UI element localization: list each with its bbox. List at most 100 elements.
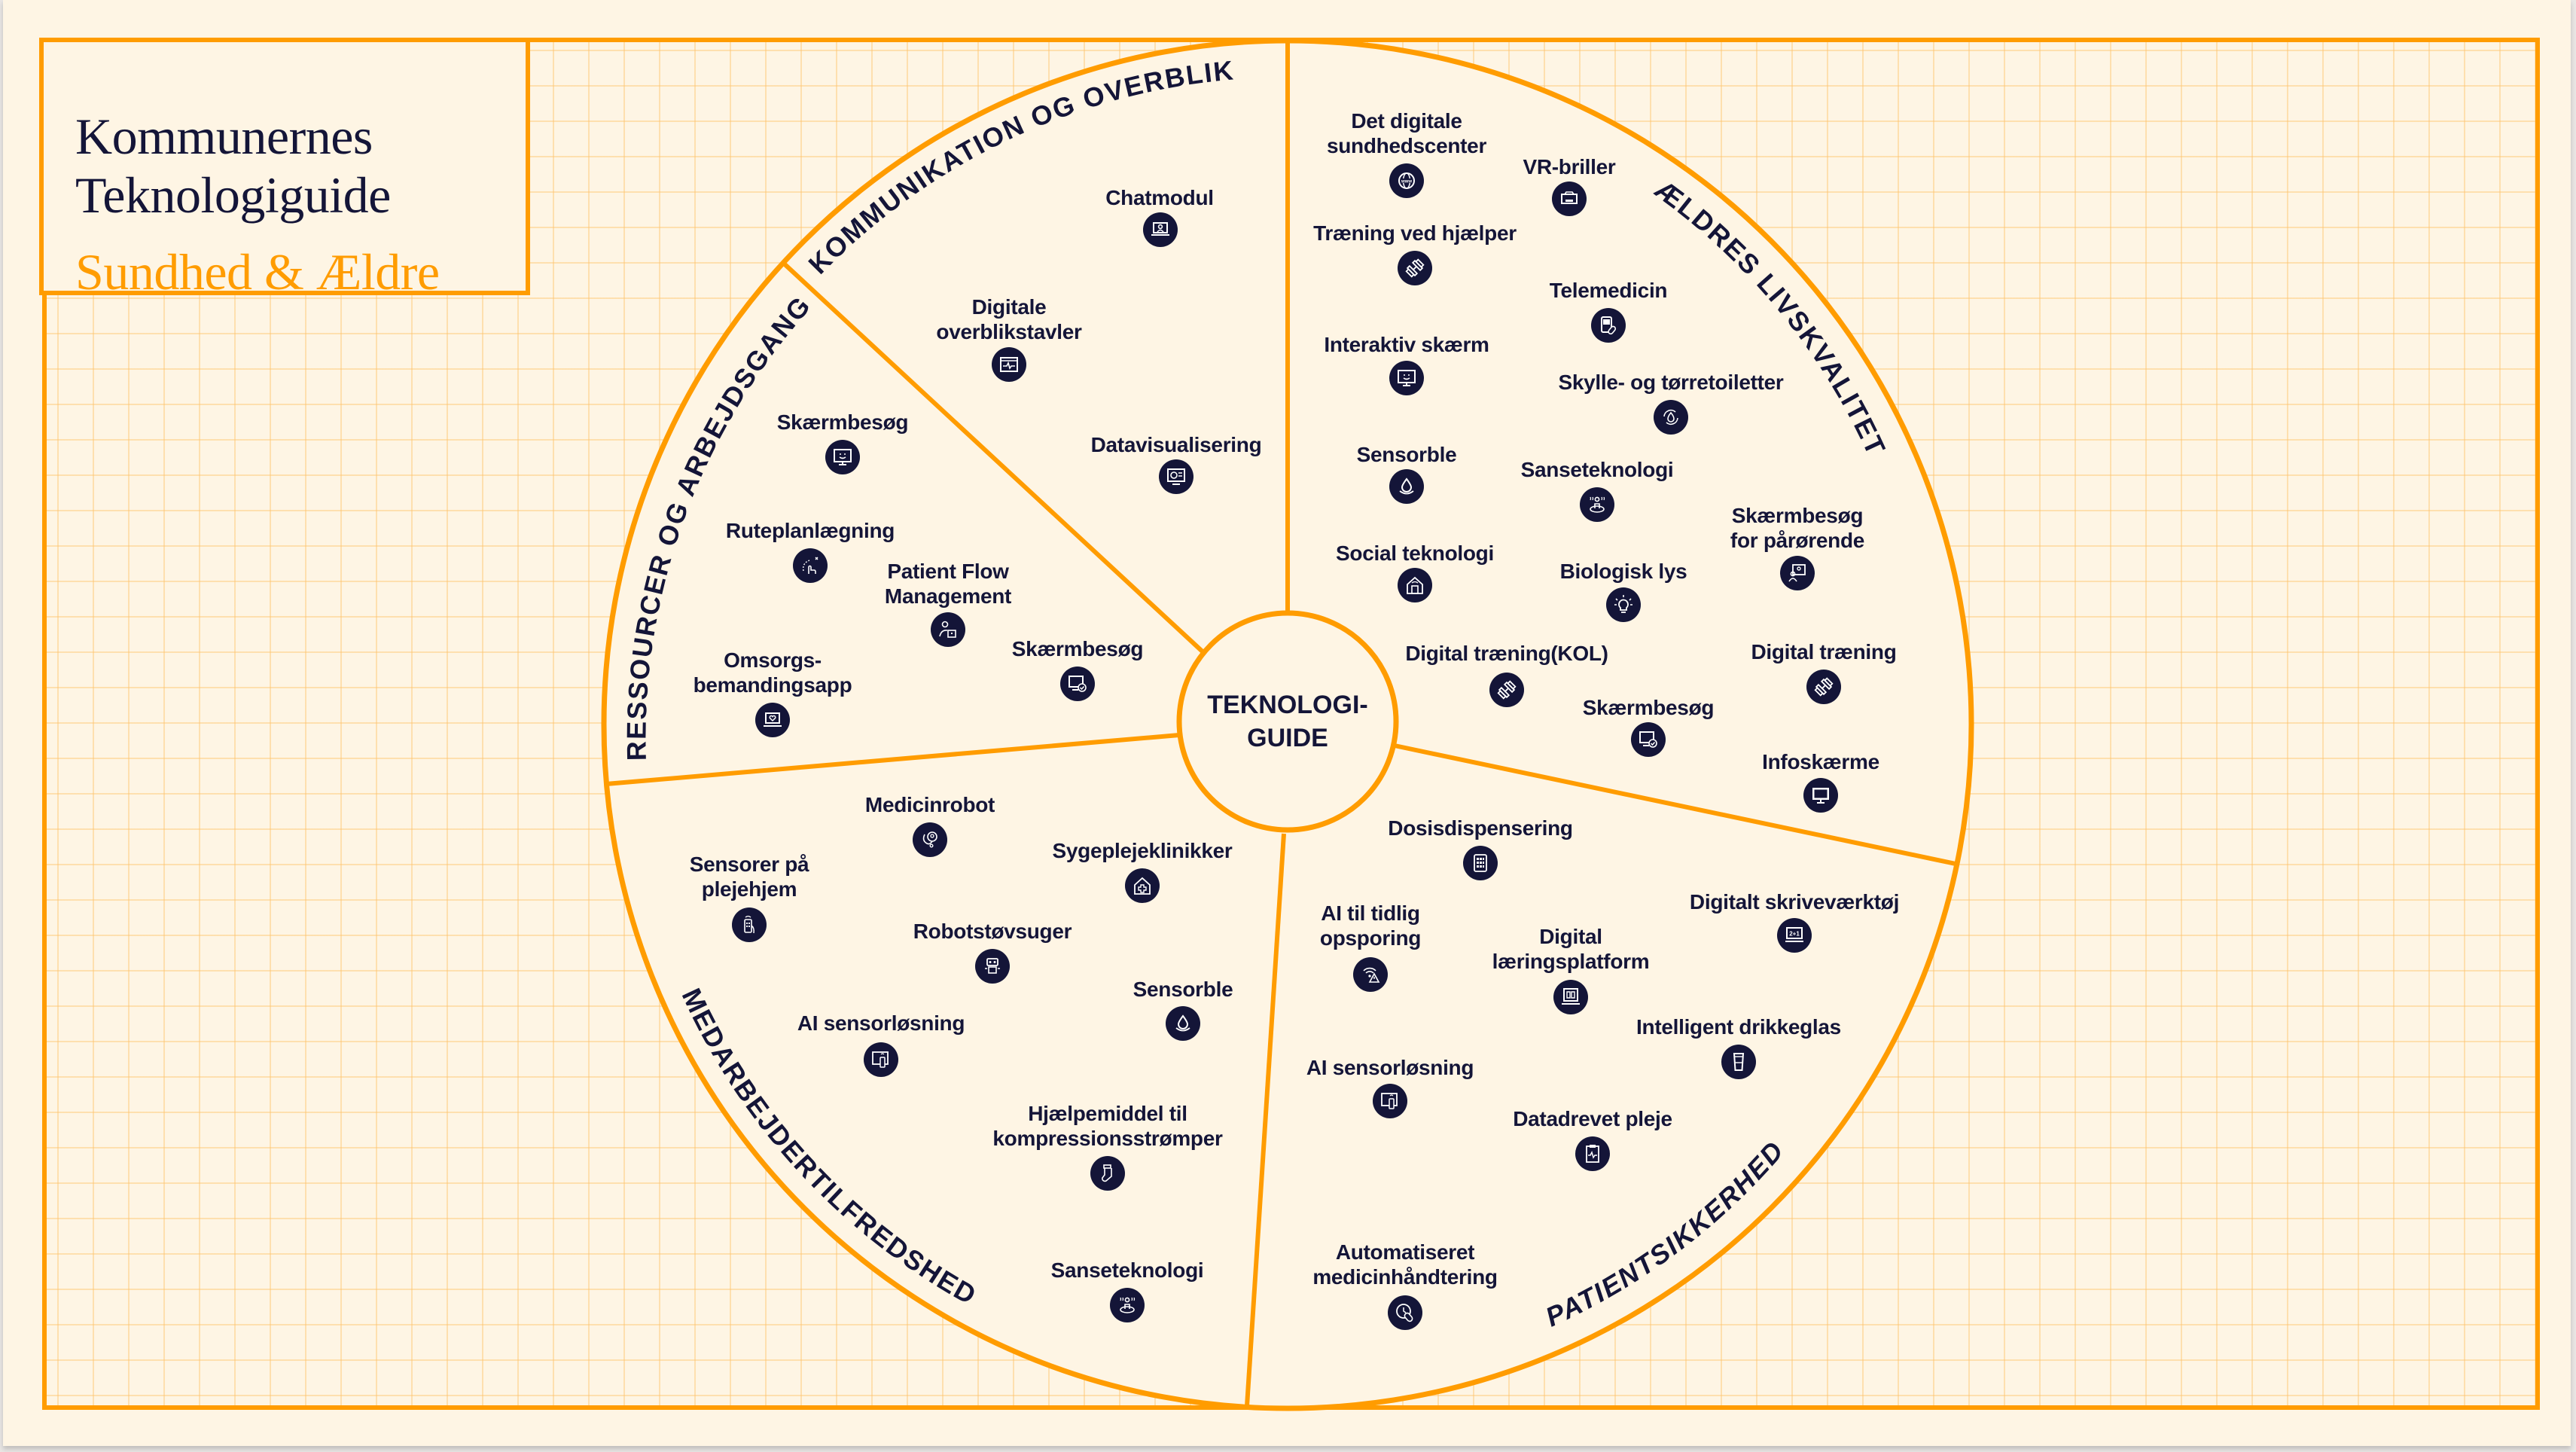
screen-remote-icon[interactable]: [1373, 1084, 1407, 1118]
sock-icon[interactable]: [1090, 1156, 1125, 1191]
dumbbell-icon[interactable]: [1806, 670, 1841, 704]
tech-item-medicinrobot[interactable]: Medicinrobot: [865, 792, 995, 817]
tech-item-digitale-overblikstavler[interactable]: Digitale overblikstavler: [936, 294, 1081, 344]
tech-item-hjaelpemiddel-kompressionsstroemper[interactable]: Hjælpemiddel til kompressionsstrømper: [992, 1101, 1223, 1151]
tech-item-infoskaerme[interactable]: Infoskærme: [1762, 749, 1879, 774]
dashboard-pulse-icon[interactable]: [992, 347, 1026, 382]
stethoscope-robot-icon[interactable]: [913, 822, 947, 857]
house-medical-icon[interactable]: [1125, 868, 1160, 903]
laptop-book-icon[interactable]: [1553, 980, 1588, 1014]
center-label[interactable]: TEKNOLOGI- GUIDE: [1207, 691, 1368, 752]
tech-item-telemedicin[interactable]: Telemedicin: [1549, 278, 1668, 303]
route-hand-icon[interactable]: [793, 548, 828, 583]
tech-item-ai-til-tidlig-opsporing[interactable]: AI til tidlig opsporing: [1320, 901, 1421, 950]
dumbbell-icon[interactable]: [1398, 251, 1432, 285]
item-label: AI sensorløsning: [1306, 1056, 1474, 1079]
monitor-check-icon[interactable]: [1060, 667, 1095, 701]
tech-item-vr-briller[interactable]: VR-briller: [1523, 154, 1615, 179]
person-medkit-icon[interactable]: [931, 612, 965, 647]
tech-item-social-teknologi[interactable]: Social teknologi: [1336, 541, 1494, 566]
water-drop-icon[interactable]: [1166, 1006, 1200, 1041]
laptop-heart-icon[interactable]: [755, 703, 790, 737]
screen-remote-icon[interactable]: [864, 1042, 898, 1077]
item-label: Digitale overblikstavler: [936, 295, 1082, 343]
monitor-icon[interactable]: [1803, 778, 1838, 813]
tech-item-interaktiv-skaerm[interactable]: Interaktiv skærm: [1324, 332, 1489, 357]
item-label: Patient Flow Management: [884, 560, 1012, 608]
tech-item-datavisualisering[interactable]: Datavisualisering: [1091, 432, 1262, 457]
divider-right: [1394, 743, 1956, 866]
water-drop-icon[interactable]: [1389, 469, 1424, 504]
tech-item-omsorgs-bemandingsapp[interactable]: Omsorgs- bemandingsapp: [694, 648, 852, 697]
tech-item-sensorer-paa-plejehjem[interactable]: Sensorer på plejehjem: [690, 852, 809, 901]
tech-item-patient-flow-management[interactable]: Patient Flow Management: [885, 559, 1011, 609]
laptop-user-icon[interactable]: [1143, 212, 1178, 247]
tech-item-ai-sensorloesning[interactable]: AI sensorløsning: [1306, 1055, 1474, 1080]
center-circle[interactable]: [1176, 610, 1399, 833]
item-label: Omsorgs- bemandingsapp: [693, 648, 852, 697]
monitor-smile-icon[interactable]: [825, 440, 860, 474]
tech-item-chatmodul[interactable]: Chatmodul: [1105, 185, 1214, 210]
clock-pill-icon[interactable]: [1388, 1295, 1422, 1330]
tech-item-robotstoevsuger[interactable]: Robotstøvsuger: [913, 919, 1072, 944]
title-box: Kommunernes Teknologiguide Sundhed & Æld…: [39, 38, 530, 300]
globe-www-icon[interactable]: [1389, 163, 1424, 198]
tech-item-skaermbesoeg-2[interactable]: Skærmbesøg: [1012, 636, 1144, 661]
vr-headset-icon[interactable]: [1552, 182, 1587, 216]
tech-item-sanseteknologi[interactable]: Sanseteknologi: [1521, 457, 1674, 482]
sensory-person-icon[interactable]: [1110, 1288, 1145, 1322]
item-label: Det digitale sundhedscenter: [1326, 109, 1487, 157]
item-label: Digital læringsplatform: [1492, 925, 1650, 973]
drinking-glass-icon[interactable]: [1721, 1045, 1756, 1079]
tech-item-digital-traening-kol[interactable]: Digital træning(KOL): [1405, 641, 1608, 666]
tech-item-skaermbesoeg[interactable]: Skærmbesøg: [1583, 695, 1715, 720]
tech-item-dosisdispensering[interactable]: Dosisdispensering: [1388, 816, 1573, 840]
video-call-icon[interactable]: [1780, 556, 1815, 590]
item-label: Telemedicin: [1549, 279, 1668, 302]
tech-item-digital-laeringsplatform[interactable]: Digital læringsplatform: [1492, 924, 1650, 974]
tech-item-intelligent-drikkeglas[interactable]: Intelligent drikkeglas: [1636, 1014, 1841, 1039]
robot-icon[interactable]: [975, 949, 1010, 984]
tech-item-digital-traening[interactable]: Digital træning: [1751, 639, 1896, 664]
tech-item-traening-ved-hjaelper[interactable]: Træning ved hjælper: [1313, 221, 1517, 246]
item-label: Dosisdispensering: [1388, 816, 1573, 840]
divider-left: [605, 733, 1180, 786]
phone-pill-icon[interactable]: [1591, 308, 1626, 343]
item-label: Digital træning(KOL): [1405, 642, 1608, 665]
tech-item-sensorble[interactable]: Sensorble: [1133, 977, 1233, 1002]
smart-home-icon[interactable]: [1398, 568, 1432, 602]
pill-dispenser-icon[interactable]: [1463, 846, 1498, 880]
item-label: Datadrevet pleje: [1513, 1107, 1672, 1130]
laptop-math-icon[interactable]: [1777, 918, 1812, 953]
tech-item-biologisk-lys[interactable]: Biologisk lys: [1560, 559, 1687, 584]
tech-item-skaermbesoeg-for-paaroerende[interactable]: Skærmbesøg for pårørende: [1730, 503, 1864, 553]
remote-hand-icon[interactable]: [732, 908, 767, 942]
tech-item-det-digitale-sundhedscenter[interactable]: Det digitale sundhedscenter: [1327, 108, 1486, 158]
tech-item-skylle-og-toerretoiletter[interactable]: Skylle- og tørretoiletter: [1558, 370, 1783, 395]
water-cycle-icon[interactable]: [1654, 400, 1688, 435]
monitor-smile-icon[interactable]: [1389, 361, 1424, 395]
tech-item-ruteplanlaegning[interactable]: Ruteplanlægning: [726, 518, 895, 543]
tech-item-sensorble[interactable]: Sensorble: [1357, 442, 1457, 467]
item-label: Infoskærme: [1762, 750, 1879, 773]
tech-item-skaermbesoeg[interactable]: Skærmbesøg: [777, 410, 909, 435]
item-label: Sygeplejeklinikker: [1052, 839, 1233, 862]
tech-item-ai-sensorloesning[interactable]: AI sensorløsning: [797, 1011, 965, 1036]
tech-item-digitalt-skrivevaerktoej[interactable]: Digitalt skriveværktøj: [1690, 889, 1899, 914]
item-label: Sanseteknologi: [1050, 1258, 1204, 1282]
clipboard-pulse-icon[interactable]: [1575, 1136, 1610, 1171]
sensory-person-icon[interactable]: [1580, 487, 1614, 522]
divider-upper-left: [780, 260, 1207, 656]
monitor-check-icon[interactable]: [1631, 722, 1666, 757]
dumbbell-icon[interactable]: [1489, 673, 1524, 707]
tech-item-automatiseret-medicinhaandtering[interactable]: Automatiseret medicinhåndtering: [1312, 1240, 1498, 1289]
wifi-alert-icon[interactable]: [1353, 957, 1388, 992]
tech-item-sygeplejeklinikker[interactable]: Sygeplejeklinikker: [1053, 838, 1233, 863]
item-label: AI til tidlig opsporing: [1319, 901, 1422, 950]
tech-item-sanseteknologi[interactable]: Sanseteknologi: [1051, 1258, 1204, 1283]
item-label: Sensorer på plejehjem: [689, 853, 809, 901]
item-label: Skylle- og tørretoiletter: [1558, 371, 1784, 394]
lightbulb-icon[interactable]: [1606, 587, 1641, 622]
tech-item-datadrevet-pleje[interactable]: Datadrevet pleje: [1513, 1106, 1672, 1131]
monitor-chart-icon[interactable]: [1159, 459, 1193, 494]
